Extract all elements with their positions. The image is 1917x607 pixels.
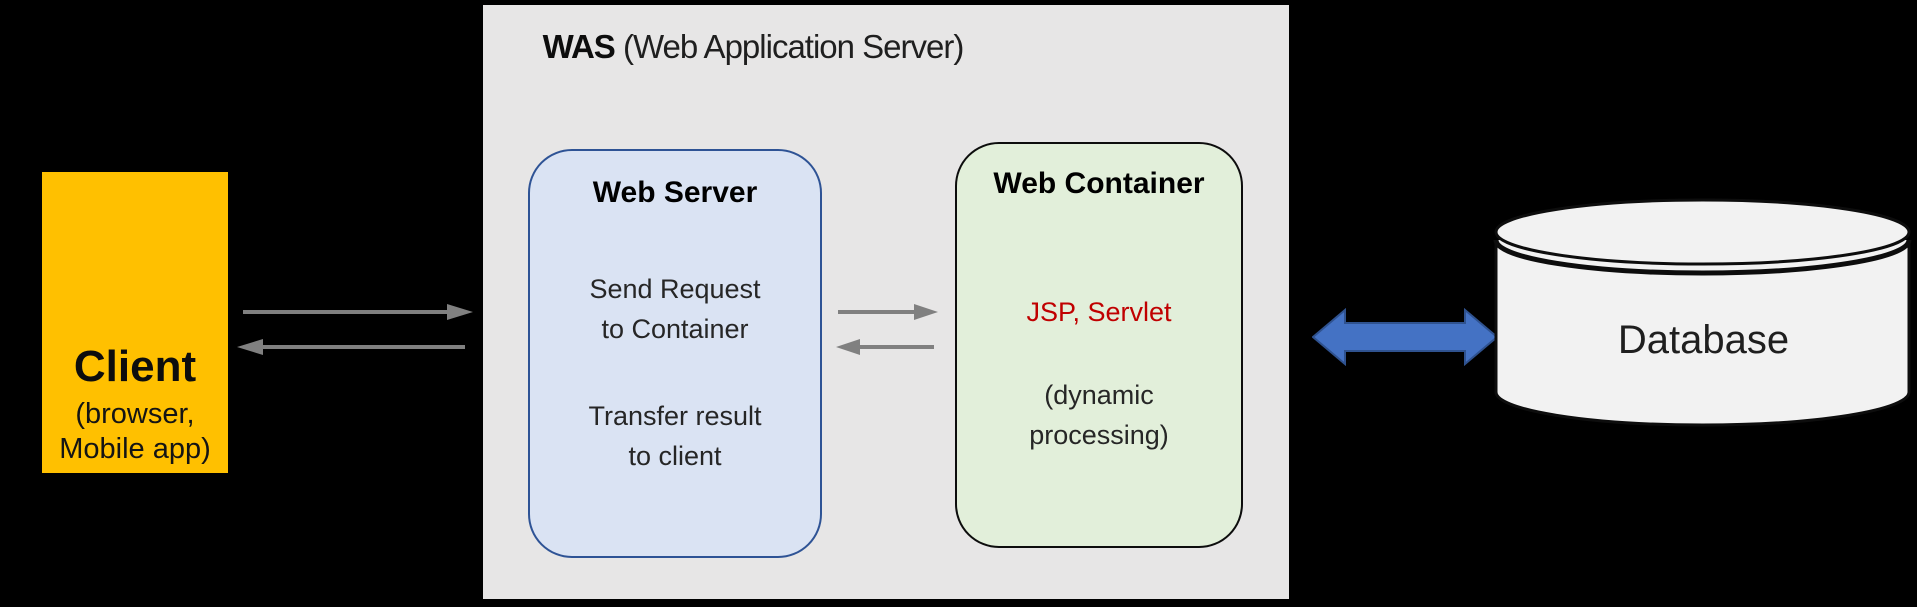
web-container-title: Web Container xyxy=(993,167,1205,200)
client-subtitle-line2: Mobile app) xyxy=(59,433,211,465)
arrow-right-icon-server-to-container xyxy=(838,304,938,320)
arrow-left-icon-was-to-client xyxy=(237,339,465,355)
was-panel-title: WAS (Web Application Server) xyxy=(483,28,1023,66)
database-body xyxy=(1494,240,1911,427)
arrow-left-icon-container-to-server xyxy=(836,339,934,355)
web-server-title: Web Server xyxy=(592,176,758,209)
arrow-right-icon-client-to-was xyxy=(243,304,473,320)
web-server-body1-line1: Send Request xyxy=(589,274,761,304)
dynamic-processing-line1: (dynamic xyxy=(1044,380,1154,410)
web-server-body2-line2: to client xyxy=(628,441,722,471)
database-rim xyxy=(1493,239,1912,276)
web-container-box: Web Container JSP, Servlet (dynamic proc… xyxy=(955,142,1243,548)
database-lid xyxy=(1494,198,1911,266)
was-title-bold: WAS xyxy=(542,28,616,65)
web-server-box: Web Server Send Request to Container Tra… xyxy=(528,149,822,558)
web-server-body2-line1: Transfer result xyxy=(588,401,762,431)
dynamic-processing-line2: processing) xyxy=(1029,420,1169,450)
web-server-body1-line2: to Container xyxy=(601,314,749,344)
double-arrow-icon-was-database xyxy=(1312,308,1498,366)
database-icon xyxy=(1493,198,1912,427)
jsp-servlet-label: JSP, Servlet xyxy=(1026,297,1172,327)
client-subtitle-line1: (browser, xyxy=(75,398,195,430)
client-box: Client (browser, Mobile app) xyxy=(42,172,228,473)
was-title-rest: (Web Application Server) xyxy=(614,28,964,65)
database-label: Database xyxy=(1617,318,1790,362)
client-title: Client xyxy=(73,342,197,391)
